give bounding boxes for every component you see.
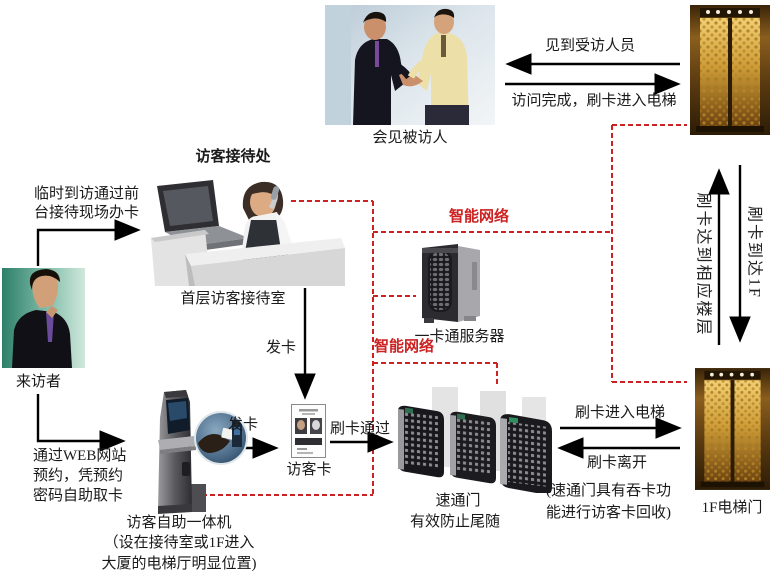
visitor-card-image: [291, 404, 326, 458]
label-visit-complete: 访问完成，刷卡进入电梯: [511, 93, 677, 109]
server-image: [414, 242, 492, 326]
turnstile-image: [394, 383, 556, 495]
label-meet-person: 见到受访人员: [544, 38, 635, 54]
label-walkin: 临时到访通过前 台接待现场办卡: [34, 185, 139, 223]
visitor-caption: 来访者: [16, 374, 62, 390]
reception-caption: 首层访客接待室: [180, 291, 286, 307]
arrow-walkin-to-reception: [36, 219, 141, 266]
label-smart-network-bottom: 智能网络: [374, 339, 435, 355]
label-web-line1: 通过WEB网站: [33, 448, 127, 464]
label-reach-1f: 刷卡到达1F: [745, 206, 763, 299]
label-swipe-leave: 刷卡离开: [586, 455, 647, 471]
label-gate-note-line1: (速通门具有吞卡功: [546, 483, 671, 499]
visitor-card-caption: 访客卡: [286, 462, 332, 478]
label-walkin-line2: 台接待现场办卡: [34, 205, 140, 221]
label-web-booking: 通过WEB网站 预约，凭预约 密码自助取卡: [33, 446, 126, 506]
label-web-line3: 密码自助取卡: [33, 488, 124, 504]
reception-title: 访客接待处: [195, 149, 271, 165]
kiosk-image: [130, 388, 215, 515]
kiosk-caption-line1: 访客自助一体机: [126, 515, 232, 531]
elevator-top-image: [690, 5, 770, 135]
label-gate-note-line2: 能进行访客卡回收): [546, 505, 671, 521]
server-caption: 一卡通服务器: [414, 329, 505, 345]
gate-caption-line1: 速通门: [435, 493, 481, 509]
label-swipe-enter: 刷卡进入电梯: [574, 405, 665, 421]
label-reach-floor: 刷卡达到相应楼层: [694, 192, 712, 337]
label-issue-card-desk: 发卡: [266, 340, 297, 356]
handshake-photo: [325, 5, 495, 125]
label-web-line2: 预约，凭预约: [33, 468, 124, 484]
label-issue-card-kiosk: 发卡: [228, 417, 259, 433]
elevator-bottom-caption: 1F电梯门: [701, 500, 763, 516]
handshake-caption: 会见被访人: [372, 130, 448, 146]
arrow-visitor-to-kiosk: [36, 394, 126, 452]
elevator-bottom-image: [695, 365, 770, 493]
label-swipe-pass: 刷卡通过: [330, 421, 391, 437]
kiosk-caption-line3: 大厦的电梯厅明显位置): [101, 556, 257, 572]
receptionist-illustration: [145, 168, 345, 290]
card-pickup-inset: [196, 413, 246, 463]
visitor-photo: [2, 268, 85, 368]
label-gate-note: (速通门具有吞卡功 能进行访客卡回收): [546, 480, 671, 524]
kiosk-caption-line2: （设在接待室或1F进入: [103, 535, 255, 551]
label-smart-network-top: 智能网络: [449, 209, 510, 225]
label-walkin-line1: 临时到访通过前: [34, 186, 140, 202]
gate-caption-line2: 有效防止尾随: [409, 514, 500, 530]
kiosk-caption: 访客自助一体机 （设在接待室或1F进入 大厦的电梯厅明显位置): [88, 514, 270, 574]
